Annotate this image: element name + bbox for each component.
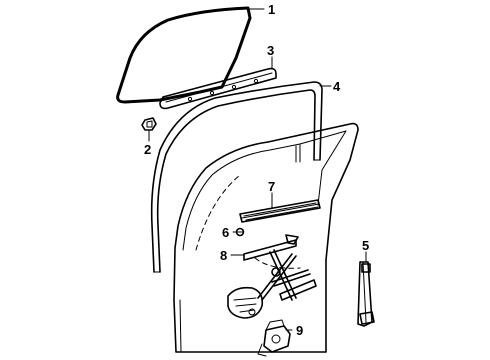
leader-lines — [148, 8, 367, 331]
door-frame — [173, 122, 359, 353]
callout-8: 8 — [220, 248, 227, 263]
callout-4: 4 — [333, 79, 341, 94]
window-guide-channel — [239, 199, 321, 223]
door-glass — [116, 6, 252, 104]
callout-1: 1 — [268, 2, 275, 17]
regulator-motor — [257, 319, 291, 357]
rear-lower-sash-channel — [357, 261, 375, 327]
callout-7: 7 — [268, 179, 275, 194]
clip — [141, 117, 157, 131]
bolt — [235, 227, 245, 237]
glass-run-channel — [150, 81, 323, 273]
callout-3: 3 — [267, 43, 274, 58]
callout-6: 6 — [222, 225, 229, 240]
callout-5: 5 — [362, 238, 369, 253]
window-regulator — [227, 234, 317, 319]
belt-weatherstrip — [159, 67, 277, 110]
callout-9: 9 — [296, 323, 303, 338]
callout-2: 2 — [144, 142, 151, 157]
